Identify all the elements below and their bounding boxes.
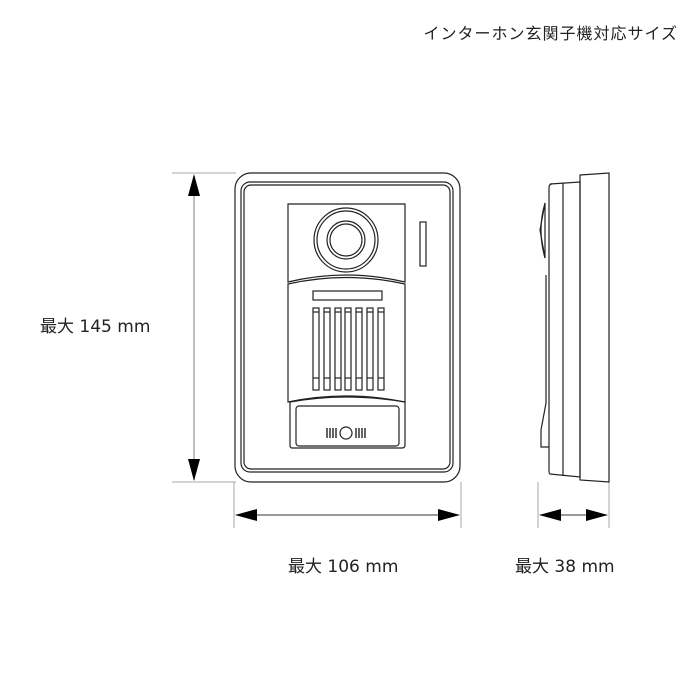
speaker-grille bbox=[312, 307, 385, 391]
call-button-icon bbox=[326, 426, 366, 440]
width-dimension-arrow bbox=[235, 509, 460, 521]
height-label: 最大 145 mm bbox=[40, 317, 151, 337]
height-dimension-arrow bbox=[188, 174, 200, 481]
front-view bbox=[234, 172, 461, 483]
extension-lines bbox=[172, 172, 610, 528]
page-title: インターホン玄関子機対応サイズ bbox=[423, 24, 678, 43]
depth-label: 最大 38 mm bbox=[515, 557, 615, 577]
width-label: 最大 106 mm bbox=[288, 557, 399, 577]
side-view bbox=[539, 172, 610, 483]
depth-dimension-arrow bbox=[539, 509, 608, 521]
